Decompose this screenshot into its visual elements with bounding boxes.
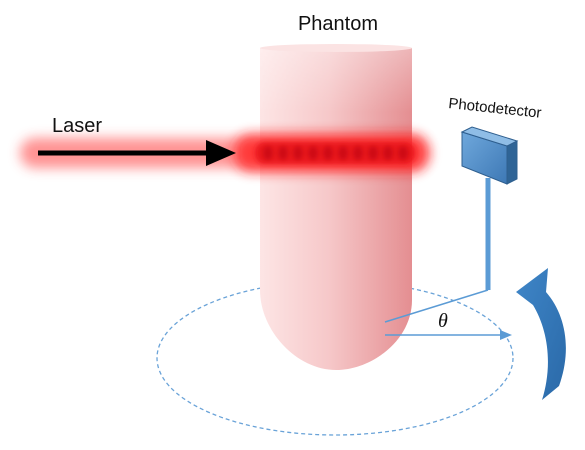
phantom-label: Phantom: [298, 13, 378, 35]
laser-arrow-icon: [38, 140, 236, 166]
reference-direction-arrow: [385, 330, 512, 340]
photodetector-label: Photodetector: [448, 95, 543, 122]
curved-rotation-arrow-icon: [516, 268, 566, 400]
detector-direction-line: [384, 289, 489, 323]
laser-label: Laser: [52, 115, 102, 137]
phantom-cylinder: [260, 44, 412, 370]
theta-label: θ: [438, 310, 448, 332]
photodetector-box-icon: [460, 126, 519, 185]
